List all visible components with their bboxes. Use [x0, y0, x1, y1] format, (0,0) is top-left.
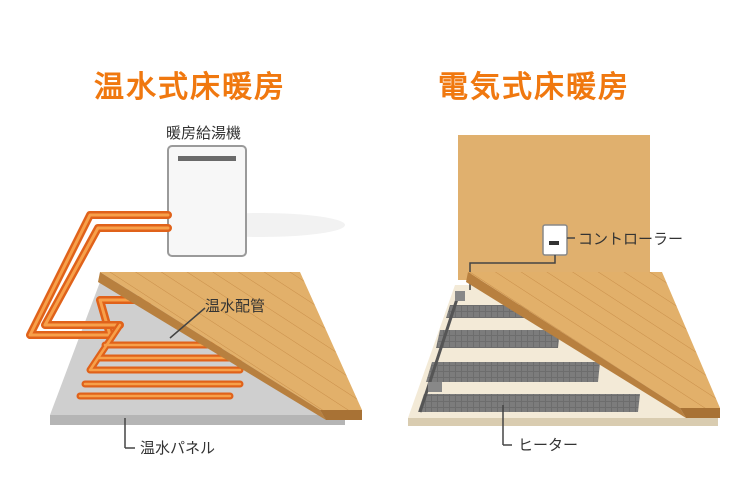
- left-title: 温水式床暖房: [94, 70, 286, 105]
- right-title: 電気式床暖房: [438, 70, 630, 105]
- heater-label: ヒーター: [518, 436, 579, 454]
- wood-floor-right: [468, 272, 720, 408]
- panel-label: 温水パネル: [140, 439, 216, 457]
- wall: [458, 135, 650, 280]
- left-diagram: [26, 145, 362, 449]
- boiler-icon: [167, 145, 247, 257]
- pipe-label: 温水配管: [205, 297, 266, 315]
- right-diagram: [408, 135, 720, 446]
- controller-label: コントローラー: [578, 230, 684, 248]
- boiler-label: 暖房給湯機: [166, 124, 242, 142]
- controller-icon: [542, 224, 568, 256]
- hot-water-pipes: [26, 211, 254, 400]
- wood-floor-left: [100, 272, 362, 410]
